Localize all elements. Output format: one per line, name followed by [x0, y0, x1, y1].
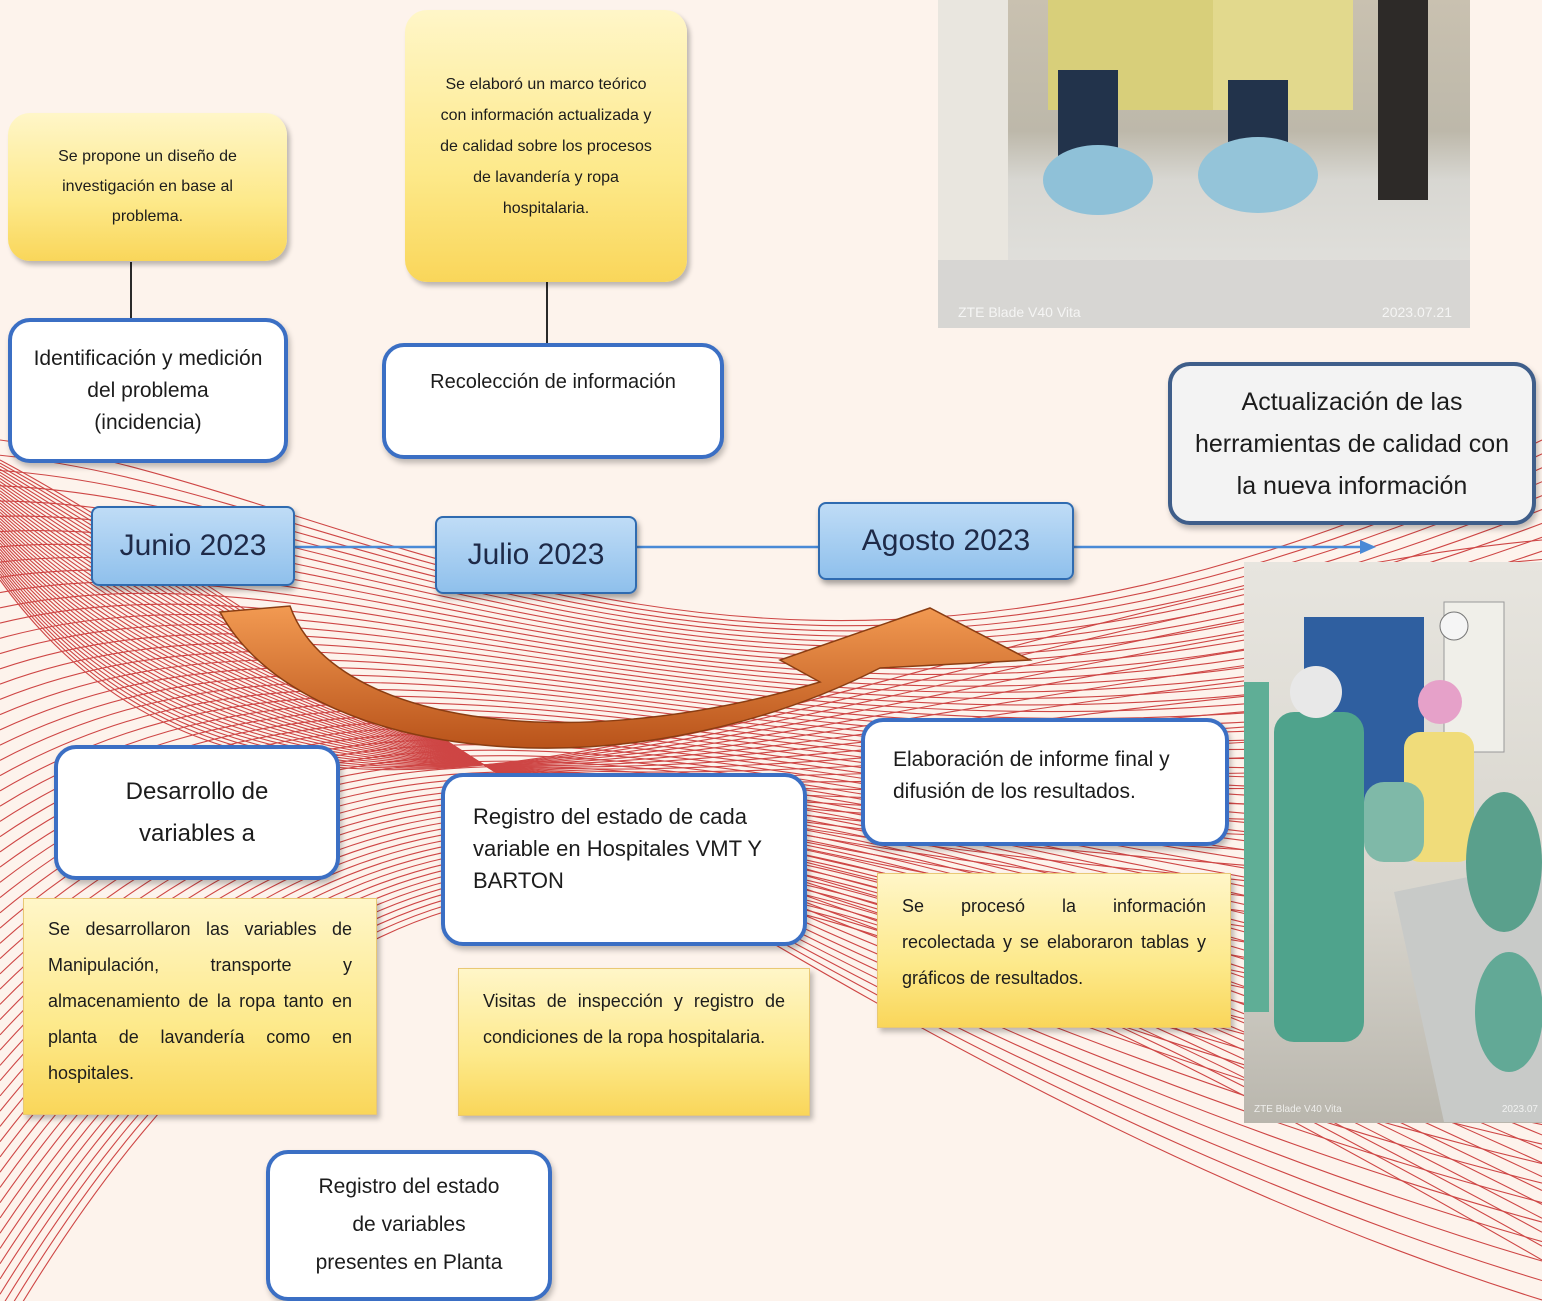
month-august-label: Agosto 2023: [861, 524, 1031, 557]
photo-workers-shoe-covers: ZTE Blade V40 Vita 2023.07.21: [938, 0, 1470, 328]
note-variables-text: Se desarrollaron las variables de Manipu…: [48, 919, 352, 1083]
box-quality-tools-update-text: Actualización de las herramientas de cal…: [1194, 387, 1510, 500]
month-july: Julio 2023: [435, 516, 637, 594]
wave-line: [0, 613, 1542, 693]
month-june: Junio 2023: [91, 506, 295, 586]
note-research-design-text: Se propone un diseño de investigación en…: [58, 148, 237, 225]
wave-line: [0, 642, 1542, 713]
note-theoretical-framework: Se elaboró un marco teórico con informac…: [405, 10, 687, 282]
note-inspection-text: Visitas de inspección y registro de cond…: [483, 991, 785, 1047]
note-research-design: Se propone un diseño de investigación en…: [8, 113, 287, 261]
photo-scene-bottom: [1244, 601, 1542, 1122]
wave-line: [0, 633, 1542, 706]
wave-line: [0, 453, 1542, 627]
photo-top-date: 2023.07.21: [1381, 304, 1452, 320]
box-final-report: Elaboración de informe final y difusión …: [861, 718, 1229, 846]
wave-line: [0, 467, 1542, 632]
curved-arrow: [218, 605, 1033, 749]
note-theoretical-framework-text: Se elaboró un marco teórico con informac…: [440, 75, 652, 217]
wave-line: [0, 603, 1542, 687]
photo-scene-top: [938, 0, 1470, 328]
box-problem-identification: Identificación y medición del problema (…: [8, 318, 288, 463]
connector-july: [546, 280, 548, 344]
month-july-label: Julio 2023: [467, 538, 605, 571]
photo-bottom-brand: ZTE Blade V40 Vita: [1254, 1104, 1342, 1115]
box-quality-tools-update: Actualización de las herramientas de cal…: [1168, 362, 1536, 525]
wave-line: [0, 623, 1542, 700]
box-plant-registry: Registro del estado de variables present…: [266, 1150, 552, 1301]
month-august: Agosto 2023: [818, 502, 1074, 580]
box-final-report-text: Elaboración de informe final y difusión …: [893, 748, 1170, 803]
month-june-label: Junio 2023: [119, 529, 267, 562]
box-problem-identification-text: Identificación y medición del problema (…: [33, 346, 263, 434]
connector-june: [130, 262, 132, 318]
timeline-arrowhead: [1360, 540, 1376, 554]
box-variables-development: Desarrollo de variables a: [54, 745, 340, 880]
note-processing-text: Se procesó la información recolectada y …: [902, 896, 1206, 988]
box-plant-registry-text: Registro del estado de variables present…: [315, 1175, 503, 1274]
box-information-collection-text: Recolección de información: [430, 371, 676, 393]
box-information-collection: Recolección de información: [382, 343, 724, 459]
note-inspection: Visitas de inspección y registro de cond…: [458, 968, 810, 1116]
wave-line: [0, 439, 1542, 622]
photo-top-brand: ZTE Blade V40 Vita: [958, 304, 1081, 320]
box-hospital-registry-text: Registro del estado de cada variable en …: [473, 804, 762, 893]
note-variables: Se desarrollaron las variables de Manipu…: [23, 898, 377, 1115]
photo-bottom-date: 2023.07: [1501, 1104, 1538, 1115]
wave-line: [0, 592, 1542, 681]
photo-laundry-inspection: ZTE Blade V40 Vita 2023.07: [1244, 562, 1542, 1123]
note-processing: Se procesó la información recolectada y …: [877, 873, 1231, 1028]
box-hospital-registry: Registro del estado de cada variable en …: [441, 773, 807, 946]
box-variables-development-text: Desarrollo de variables a: [125, 777, 269, 847]
